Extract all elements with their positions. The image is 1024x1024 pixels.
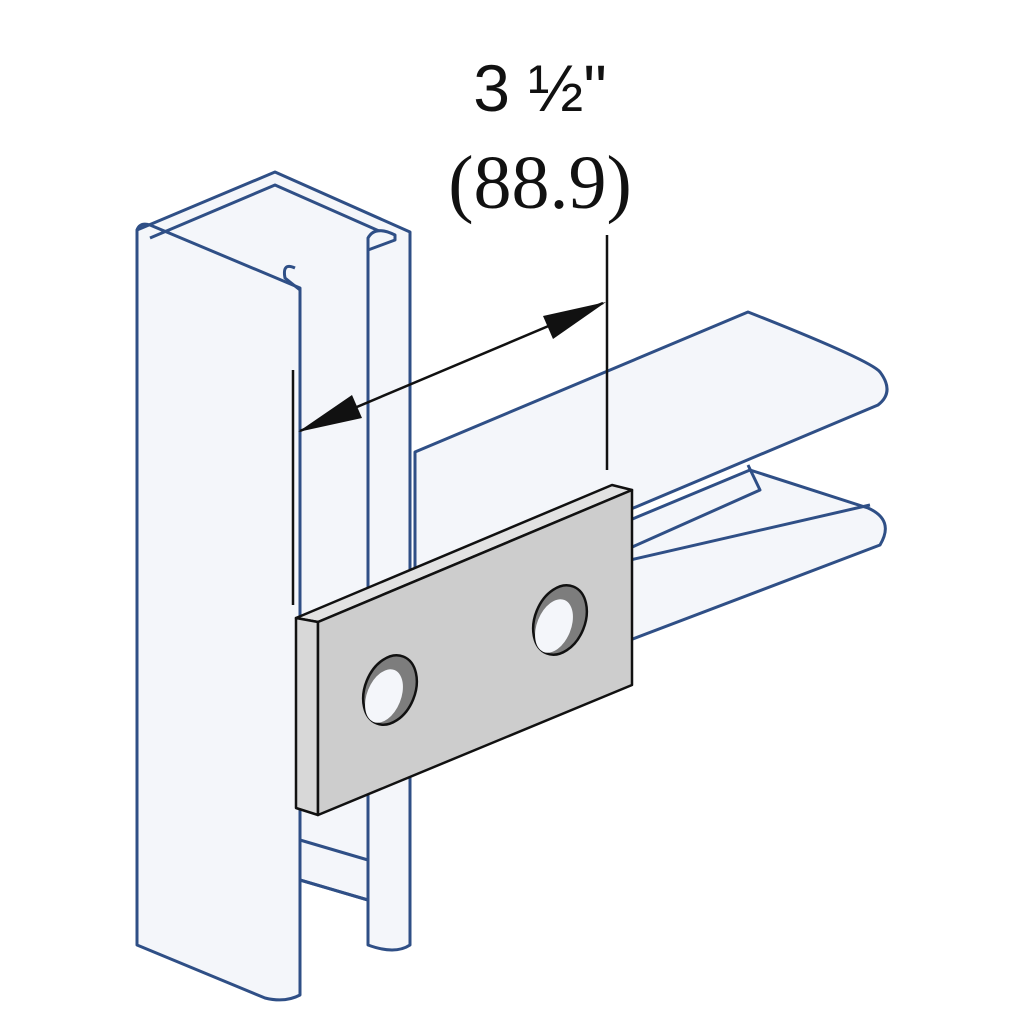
dimension-imperial: 3 ½" bbox=[473, 51, 607, 125]
arrowhead-left bbox=[298, 395, 362, 432]
dimension-metric: (88.9) bbox=[448, 141, 632, 225]
arrowhead-right bbox=[543, 302, 606, 339]
dimension-lines bbox=[291, 235, 609, 605]
two-hole-plate bbox=[294, 483, 634, 817]
